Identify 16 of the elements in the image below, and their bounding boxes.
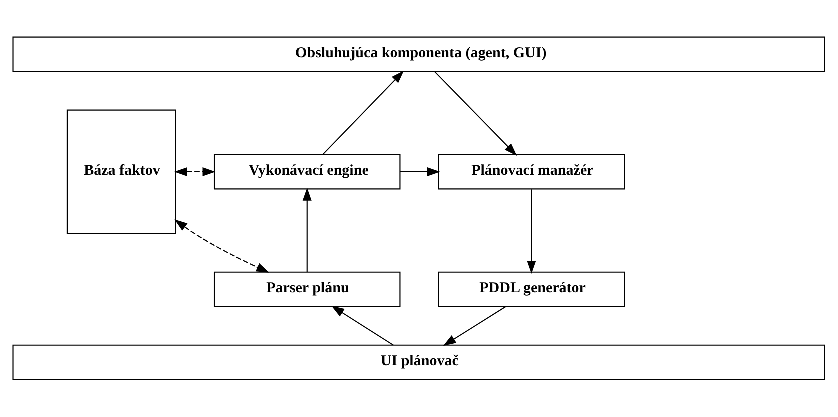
node-box: UI plánovač: [12, 344, 826, 380]
arrow: [174, 168, 216, 177]
node-box: Vykonávací engine: [214, 154, 401, 190]
node-box: Báza faktov: [66, 110, 176, 234]
arrow: [322, 70, 404, 156]
arrow: [174, 220, 270, 273]
node-box: PDDL generátor: [438, 272, 626, 308]
arrow: [332, 306, 394, 346]
arrow: [400, 168, 440, 177]
arrow: [443, 306, 506, 346]
node-box: Parser plánu: [214, 272, 401, 308]
node-box: Obsluhujúca komponenta (agent, GUI): [12, 36, 826, 72]
arrow: [302, 188, 312, 272]
node-box: Plánovací manažér: [438, 154, 626, 190]
arrow: [434, 72, 518, 156]
arrow: [527, 190, 536, 274]
